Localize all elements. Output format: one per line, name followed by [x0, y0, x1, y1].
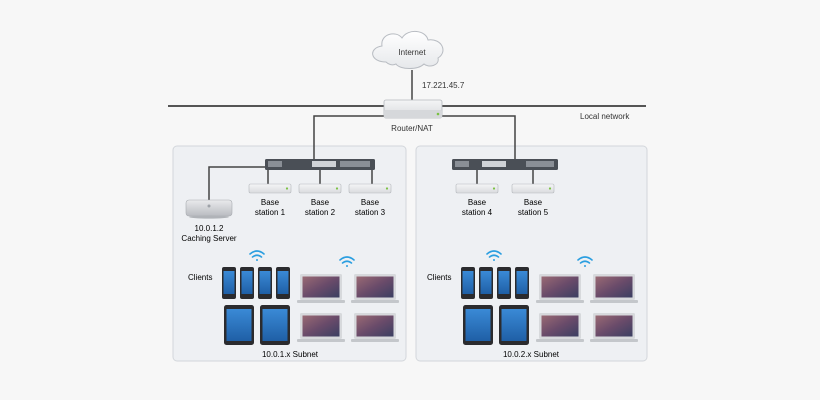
base-station-4-label-line1: Base: [468, 198, 487, 207]
left-subnet-label: 10.0.1.x Subnet: [262, 350, 319, 359]
ipad-icon: [224, 305, 254, 345]
caching-server-label: Caching Server: [181, 234, 236, 243]
router-icon: [383, 99, 443, 119]
laptop-icon: [351, 313, 399, 342]
base-station-2-label-line2: station 2: [305, 208, 336, 217]
right-subnet-label: 10.0.2.x Subnet: [503, 350, 560, 359]
wifi-icon: [249, 250, 265, 261]
right-clients-label: Clients: [427, 273, 451, 282]
router-label: Router/NAT: [391, 124, 433, 133]
base-station-3-label-line2: station 3: [355, 208, 386, 217]
laptop-icon: [536, 313, 584, 342]
base-station-1-label-line1: Base: [261, 198, 280, 207]
laptop-icon: [297, 313, 345, 342]
base-station-3-label-line1: Base: [361, 198, 380, 207]
iphone-icon: [276, 267, 290, 299]
iphone-icon: [222, 267, 236, 299]
base-station-5-label-line1: Base: [524, 198, 543, 207]
base-station-1-label-line2: station 1: [255, 208, 286, 217]
base-station-4-label-line2: station 4: [462, 208, 493, 217]
iphone-icon: [461, 267, 475, 299]
laptop-icon: [351, 274, 399, 303]
wires: [208, 70, 534, 200]
laptop-icon: [590, 274, 638, 303]
laptop-icon: [590, 313, 638, 342]
internet-label: Internet: [398, 48, 426, 57]
laptop-icon: [536, 274, 584, 303]
ipad-icon: [499, 305, 529, 345]
base-station-5-label-line2: station 5: [518, 208, 549, 217]
base-station-3-icon: [348, 183, 392, 194]
right-switch-icon: [452, 159, 558, 170]
base-station-4-icon: [455, 183, 499, 194]
left-switch-icon: [265, 159, 375, 170]
iphone-icon: [497, 267, 511, 299]
iphone-icon: [258, 267, 272, 299]
iphone-icon: [479, 267, 493, 299]
laptop-icon: [297, 274, 345, 303]
base-station-5-icon: [511, 183, 555, 194]
internet-cloud-icon: [372, 31, 444, 69]
base-station-1-icon: [248, 183, 292, 194]
ipad-icon: [260, 305, 290, 345]
iphone-icon: [515, 267, 529, 299]
base-station-2-label-line1: Base: [311, 198, 330, 207]
left-clients-label: Clients: [188, 273, 212, 282]
iphone-icon: [240, 267, 254, 299]
router-ip: 17.221.45.7: [422, 81, 465, 90]
local-network-label: Local network: [580, 112, 630, 121]
ipad-icon: [463, 305, 493, 345]
caching-server-icon: [185, 199, 233, 219]
wifi-icon: [339, 256, 355, 267]
base-station-2-icon: [298, 183, 342, 194]
wifi-icon: [486, 250, 502, 261]
caching-server-ip: 10.0.1.2: [195, 224, 224, 233]
wifi-icon: [577, 256, 593, 267]
